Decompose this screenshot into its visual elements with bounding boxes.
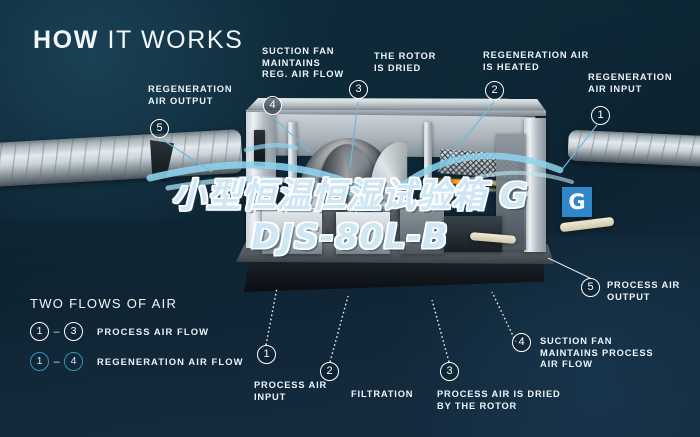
legend-dash-1: – — [53, 325, 60, 338]
callout-number-rotor-is-dried: 3 — [349, 80, 368, 99]
machine-top-cap-edge — [246, 110, 546, 116]
lower-equipment-right — [400, 204, 444, 254]
callout-number-filtration: 2 — [320, 362, 339, 381]
dehumidifier-illustration — [0, 92, 700, 342]
page-title-light: IT WORKS — [98, 26, 244, 54]
callout-label-suction-fan-process: SUCTION FAN MAINTAINS PROCESS AIR FLOW — [540, 336, 654, 370]
callout-label-process-air-output: PROCESS AIR OUTPUT — [607, 280, 681, 302]
right-spiral-duct — [567, 129, 700, 168]
callout-label-suction-fan-reg: SUCTION FAN MAINTAINS REG. AIR FLOW — [262, 46, 344, 80]
lower-equipment-mid — [336, 212, 390, 254]
fan-housing-slot — [254, 130, 265, 166]
page-title: HOW IT WORKS — [33, 26, 243, 55]
callout-number-regeneration-air-input: 1 — [591, 106, 610, 125]
callout-number-regeneration-air-heated: 2 — [485, 81, 504, 100]
callout-label-rotor-is-dried: THE ROTOR IS DRIED — [374, 51, 437, 73]
callout-number-process-air-input: 1 — [257, 345, 276, 364]
callout-number-regeneration-air-output: 5 — [150, 119, 169, 138]
legend-circle-from-1-teal: 1 — [30, 352, 49, 371]
callout-number-suction-fan-reg: 4 — [263, 96, 282, 115]
callout-number-suction-fan-process: 4 — [512, 333, 531, 352]
legend-circle-from-1: 1 — [30, 322, 49, 341]
lower-equipment-left — [262, 208, 322, 254]
callout-number-process-air-dried: 3 — [440, 362, 459, 381]
air-vane-left — [559, 216, 615, 233]
legend-title: TWO FLOWS OF AIR — [30, 296, 178, 311]
callout-label-regeneration-air-output: REGENERATION AIR OUTPUT — [148, 84, 233, 106]
callout-label-process-air-input: PROCESS AIR INPUT — [254, 380, 328, 402]
legend-dash-2: – — [53, 355, 60, 368]
legend-circle-to-4-teal: 4 — [64, 352, 83, 371]
legend-label-regeneration-air-flow: REGENERATION AIR FLOW — [97, 356, 244, 367]
legend-row-regeneration-air-flow: 1 – 4 REGENERATION AIR FLOW — [30, 352, 244, 371]
legend-circle-to-3: 3 — [64, 322, 83, 341]
callout-label-regeneration-air-input: REGENERATION AIR INPUT — [588, 72, 673, 94]
legend-row-process-air-flow: 1 – 3 PROCESS AIR FLOW — [30, 322, 209, 341]
right-chamber-wall — [524, 118, 546, 252]
callout-label-regeneration-air-heated: REGENERATION AIR IS HEATED — [483, 50, 590, 72]
callout-label-process-air-dried: PROCESS AIR IS DRIED BY THE ROTOR — [437, 389, 561, 411]
machine-top-cap — [246, 98, 546, 111]
callout-number-process-air-output: 5 — [581, 278, 600, 297]
legend-label-process-air-flow: PROCESS AIR FLOW — [97, 326, 210, 337]
callout-label-filtration: FILTRATION — [351, 389, 414, 399]
brand-badge-g: G — [562, 187, 592, 217]
left-spiral-duct — [0, 129, 244, 187]
page-title-strong: HOW — [33, 26, 99, 54]
